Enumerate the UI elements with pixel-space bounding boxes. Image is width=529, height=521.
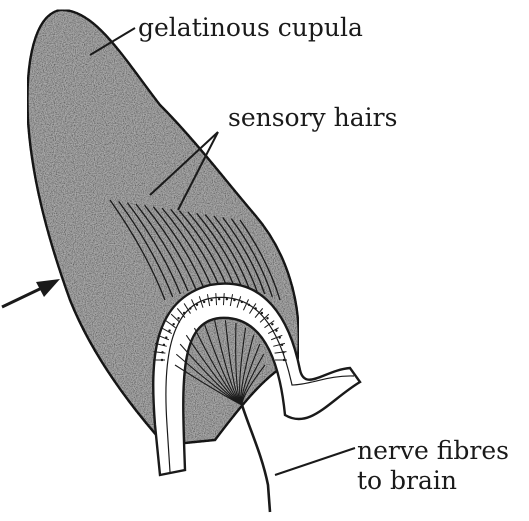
epithelium-cell-nucleus (226, 298, 228, 300)
label-to-brain: to brain (357, 467, 457, 495)
epithelium-cell-nucleus (203, 301, 205, 303)
epithelium-cell-nucleus (279, 336, 281, 338)
label-nerve-fibres: nerve fibres (357, 437, 509, 465)
label-gelatinous-cupula: gelatinous cupula (138, 14, 363, 42)
epithelium-cell-nucleus (218, 298, 220, 300)
epithelium-cell-nucleus (283, 359, 285, 361)
label-sensory-hairs: sensory hairs (228, 104, 397, 132)
epithelium-cell-nucleus (281, 344, 283, 346)
arrow-icon (2, 279, 60, 307)
epithelium-cell-nucleus (177, 317, 179, 319)
nerve-trunk (242, 405, 270, 512)
epithelium-cell-nucleus (254, 307, 256, 309)
epithelium-cell-nucleus (241, 301, 243, 303)
epithelium-cell-nucleus (248, 304, 250, 306)
epithelium-cell-nucleus (161, 359, 163, 361)
epithelium-cell-nucleus (275, 329, 277, 331)
epithelium-cell-nucleus (282, 351, 284, 353)
epithelium-cell-nucleus (168, 329, 170, 331)
epithelium-cell-nucleus (161, 351, 163, 353)
epithelium-cell-nucleus (189, 307, 191, 309)
epithelium-cell-nucleus (196, 304, 198, 306)
epithelium-cell-nucleus (172, 323, 174, 325)
epithelium-cell-nucleus (165, 336, 167, 338)
epithelium-cell-nucleus (183, 312, 185, 314)
epithelium-cell-nucleus (271, 323, 273, 325)
epithelium-cell-nucleus (261, 312, 263, 314)
epithelium-cell-nucleus (163, 344, 165, 346)
epithelium-cell-nucleus (266, 317, 268, 319)
epithelium-cell-nucleus (233, 299, 235, 301)
epithelium-cell-nucleus (210, 299, 212, 301)
nerve-leader-line (275, 448, 355, 475)
